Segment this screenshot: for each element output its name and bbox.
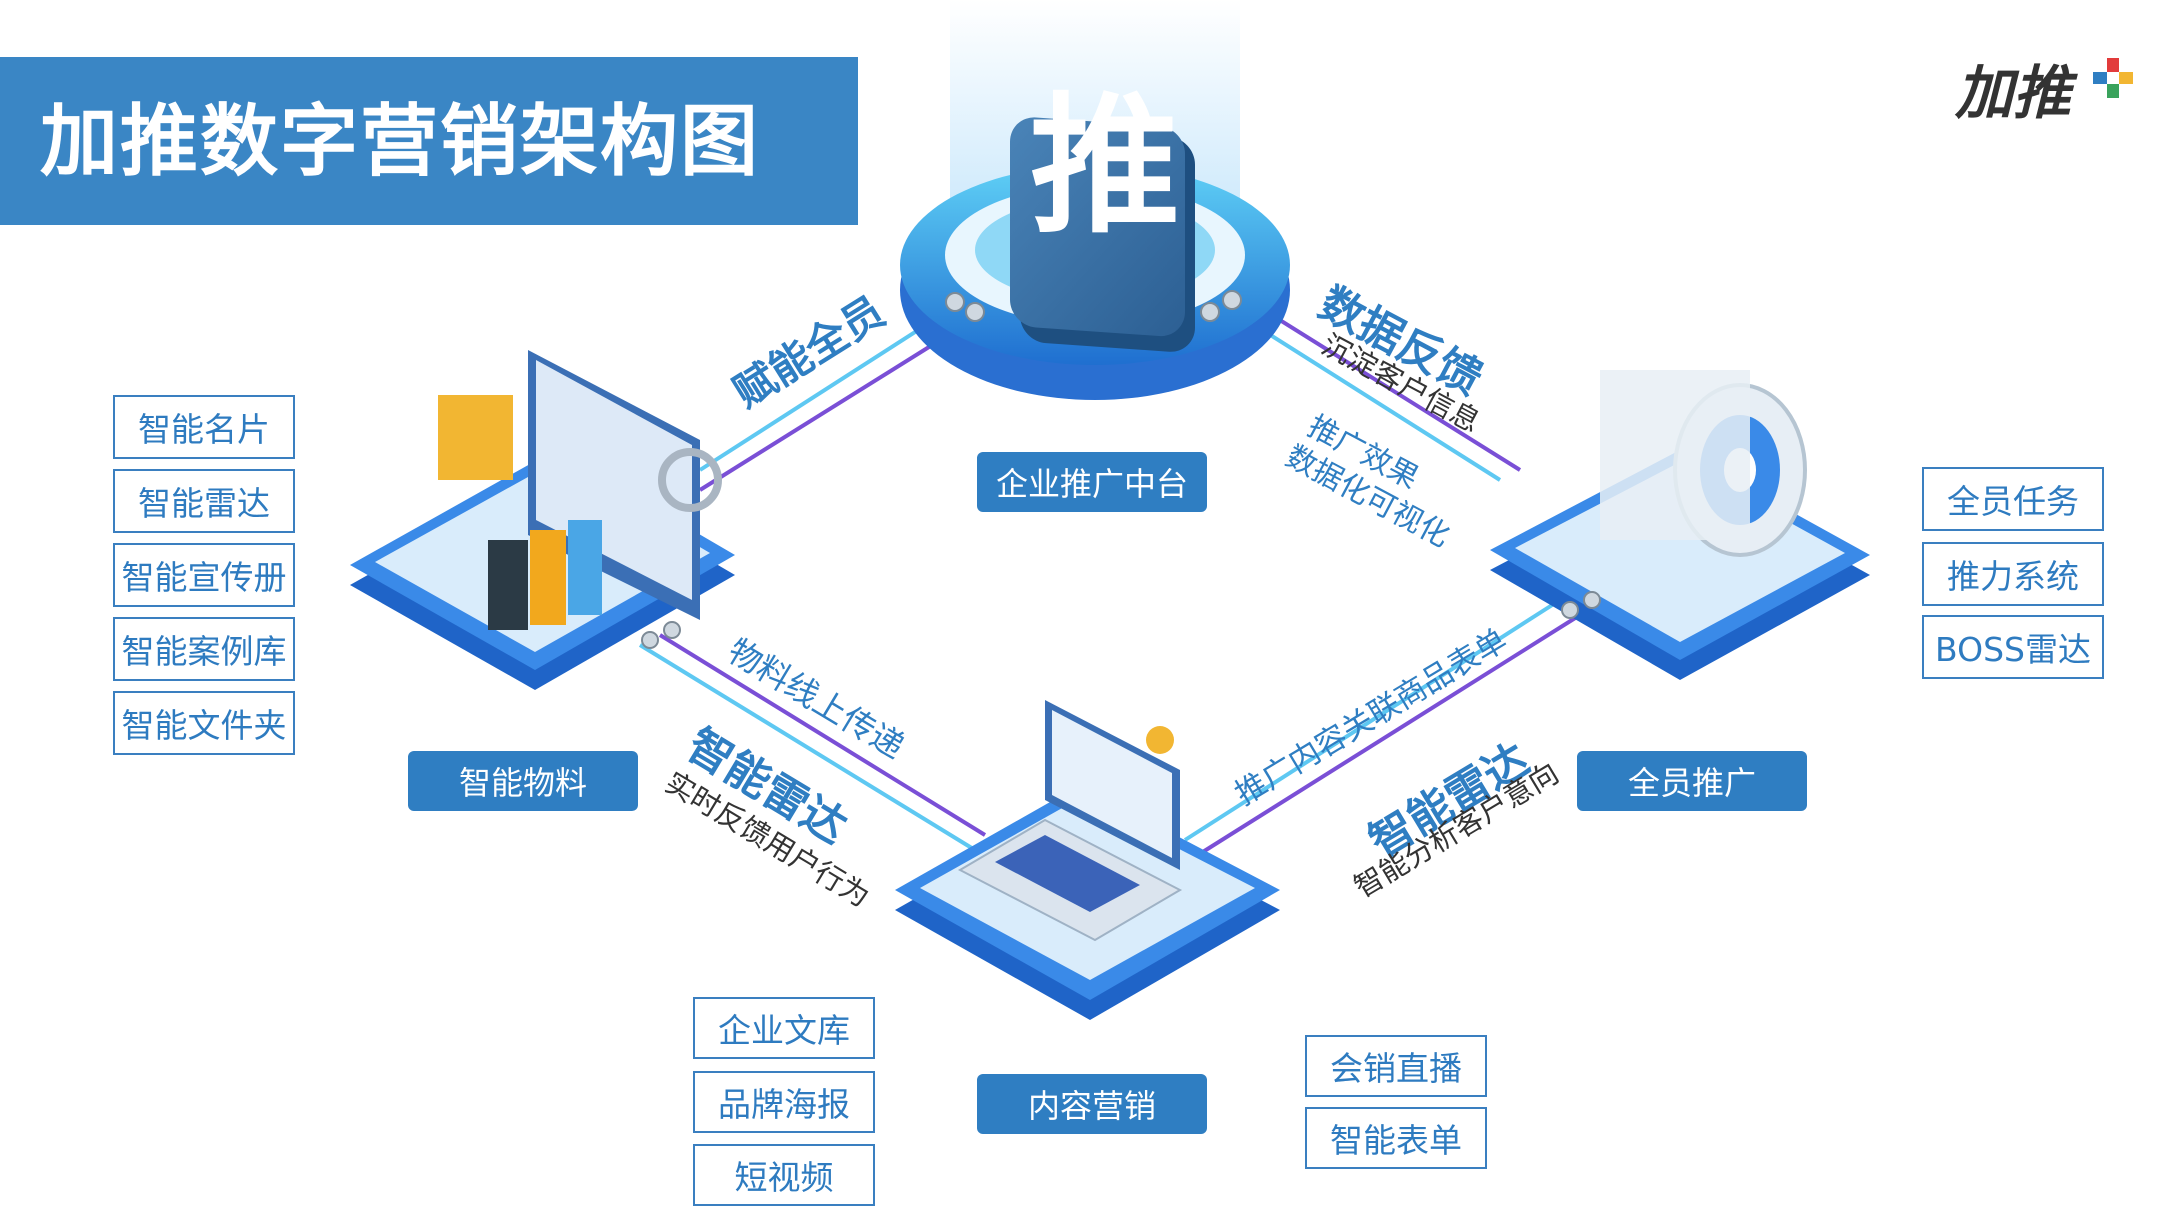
center-platform bbox=[900, 0, 1290, 400]
content-platform bbox=[895, 700, 1280, 1020]
promotion-node-label: 全员推广 bbox=[1577, 751, 1807, 811]
brand-logo: 加推 bbox=[1955, 58, 2133, 128]
promotion-item-task: 全员任务 bbox=[1922, 467, 2104, 531]
material-item-folder: 智能文件夹 bbox=[113, 691, 295, 755]
content-item-live: 会销直播 bbox=[1305, 1035, 1487, 1097]
material-item-radar: 智能雷达 bbox=[113, 469, 295, 533]
colorful-cross-logo-icon bbox=[2093, 58, 2133, 98]
material-platform bbox=[350, 350, 735, 690]
logo-text: 加推 bbox=[1955, 59, 2072, 127]
page-title: 加推数字营销架构图 bbox=[40, 97, 761, 187]
content-node-label: 内容营销 bbox=[977, 1074, 1207, 1134]
content-item-form: 智能表单 bbox=[1305, 1107, 1487, 1169]
content-item-poster: 品牌海报 bbox=[693, 1071, 875, 1133]
content-item-library: 企业文库 bbox=[693, 997, 875, 1059]
material-node-label: 智能物料 bbox=[408, 751, 638, 811]
center-tile-char: 推 bbox=[1029, 80, 1180, 254]
material-item-card: 智能名片 bbox=[113, 395, 295, 459]
center-platform-label: 企业推广中台 bbox=[977, 452, 1207, 512]
material-item-brochure: 智能宣传册 bbox=[113, 543, 295, 607]
promotion-item-push-system: 推力系统 bbox=[1922, 542, 2104, 606]
title-bar bbox=[0, 57, 858, 225]
promotion-platform bbox=[1490, 370, 1870, 680]
content-item-short-video: 短视频 bbox=[693, 1144, 875, 1206]
material-item-case-library: 智能案例库 bbox=[113, 617, 295, 681]
promotion-item-boss-radar: BOSS雷达 bbox=[1922, 615, 2104, 679]
